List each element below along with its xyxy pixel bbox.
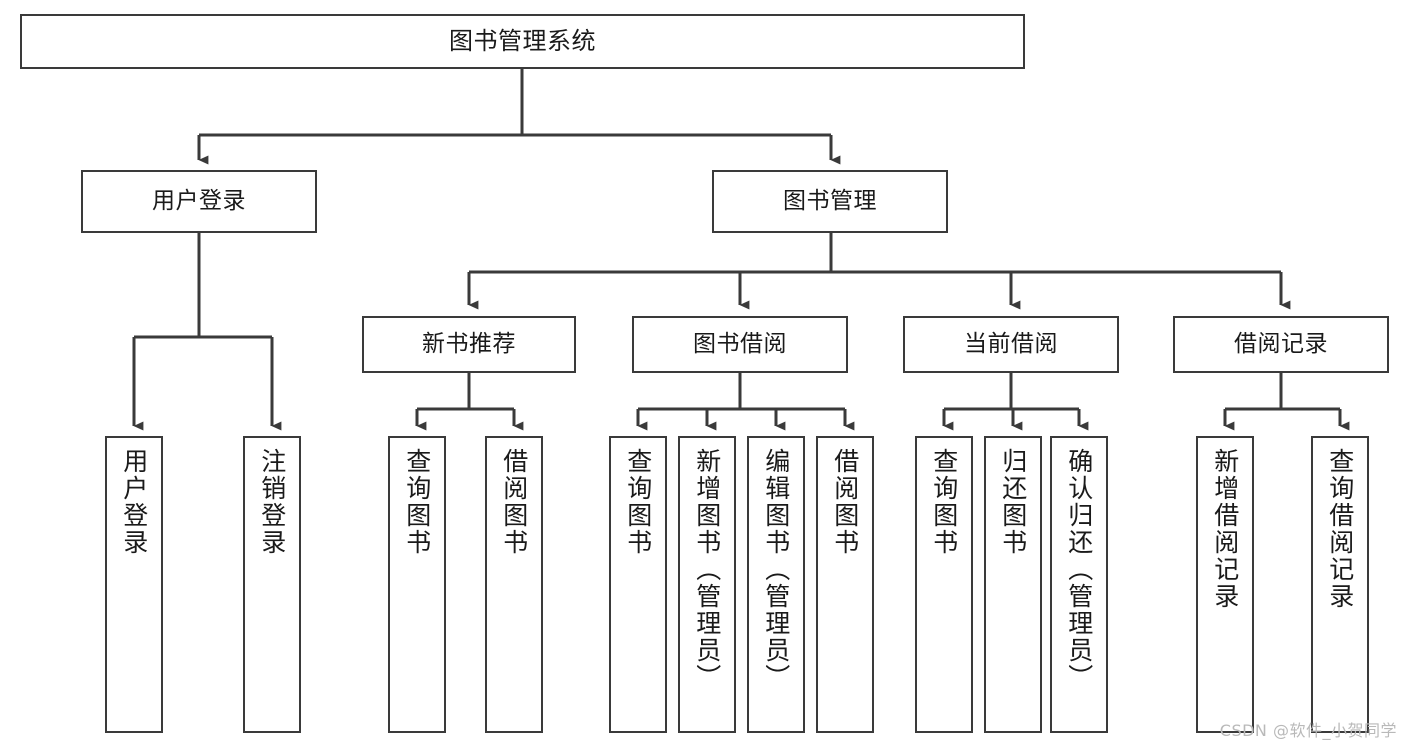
node-label: 用户登录 bbox=[152, 187, 246, 214]
leaf-record-add-record[interactable]: 新增借阅记录 bbox=[1196, 436, 1254, 733]
node-book-borrow[interactable]: 图书借阅 bbox=[632, 316, 848, 373]
leaf-user-login-signout[interactable]: 注销登录 bbox=[243, 436, 301, 733]
node-label: 用户登录 bbox=[119, 448, 149, 556]
node-label: 图书管理 bbox=[783, 187, 877, 214]
leaf-new-book-query[interactable]: 查询图书 bbox=[388, 436, 446, 733]
node-label: 编辑图书（管理员） bbox=[761, 448, 791, 691]
node-label: 查询图书 bbox=[929, 448, 959, 556]
node-current-borrow[interactable]: 当前借阅 bbox=[903, 316, 1119, 373]
leaf-borrow-add-book-admin[interactable]: 新增图书（管理员） bbox=[678, 436, 736, 733]
node-label: 归还图书 bbox=[998, 448, 1028, 556]
csdn-watermark: CSDN @软件_小贺同学 bbox=[1219, 721, 1397, 740]
node-user-login[interactable]: 用户登录 bbox=[81, 170, 317, 233]
node-borrow-record[interactable]: 借阅记录 bbox=[1173, 316, 1389, 373]
node-label: 查询图书 bbox=[623, 448, 653, 556]
node-label: 新增借阅记录 bbox=[1210, 448, 1240, 610]
node-new-book-recommend[interactable]: 新书推荐 bbox=[362, 316, 576, 373]
leaf-record-query-record[interactable]: 查询借阅记录 bbox=[1311, 436, 1369, 733]
leaf-borrow-borrow-book[interactable]: 借阅图书 bbox=[816, 436, 874, 733]
node-label: 借阅图书 bbox=[830, 448, 860, 556]
node-label: 借阅图书 bbox=[499, 448, 529, 556]
leaf-current-return-book[interactable]: 归还图书 bbox=[984, 436, 1042, 733]
node-label: 图书管理系统 bbox=[449, 27, 596, 56]
leaf-current-confirm-return-admin[interactable]: 确认归还（管理员） bbox=[1050, 436, 1108, 733]
node-label: 借阅记录 bbox=[1234, 330, 1328, 357]
node-label: 确认归还（管理员） bbox=[1064, 448, 1094, 691]
node-root-book-management-system[interactable]: 图书管理系统 bbox=[20, 14, 1025, 69]
leaf-user-login-signin[interactable]: 用户登录 bbox=[105, 436, 163, 733]
node-book-management[interactable]: 图书管理 bbox=[712, 170, 948, 233]
node-label: 当前借阅 bbox=[964, 330, 1058, 357]
leaf-current-query-book[interactable]: 查询图书 bbox=[915, 436, 973, 733]
leaf-new-book-borrow[interactable]: 借阅图书 bbox=[485, 436, 543, 733]
node-label: 新增图书（管理员） bbox=[692, 448, 722, 691]
node-label: 注销登录 bbox=[257, 448, 287, 556]
leaf-borrow-query-book[interactable]: 查询图书 bbox=[609, 436, 667, 733]
node-label: 新书推荐 bbox=[422, 330, 516, 357]
node-label: 查询借阅记录 bbox=[1325, 448, 1355, 610]
node-label: 图书借阅 bbox=[693, 330, 787, 357]
node-label: 查询图书 bbox=[402, 448, 432, 556]
leaf-borrow-edit-book-admin[interactable]: 编辑图书（管理员） bbox=[747, 436, 805, 733]
